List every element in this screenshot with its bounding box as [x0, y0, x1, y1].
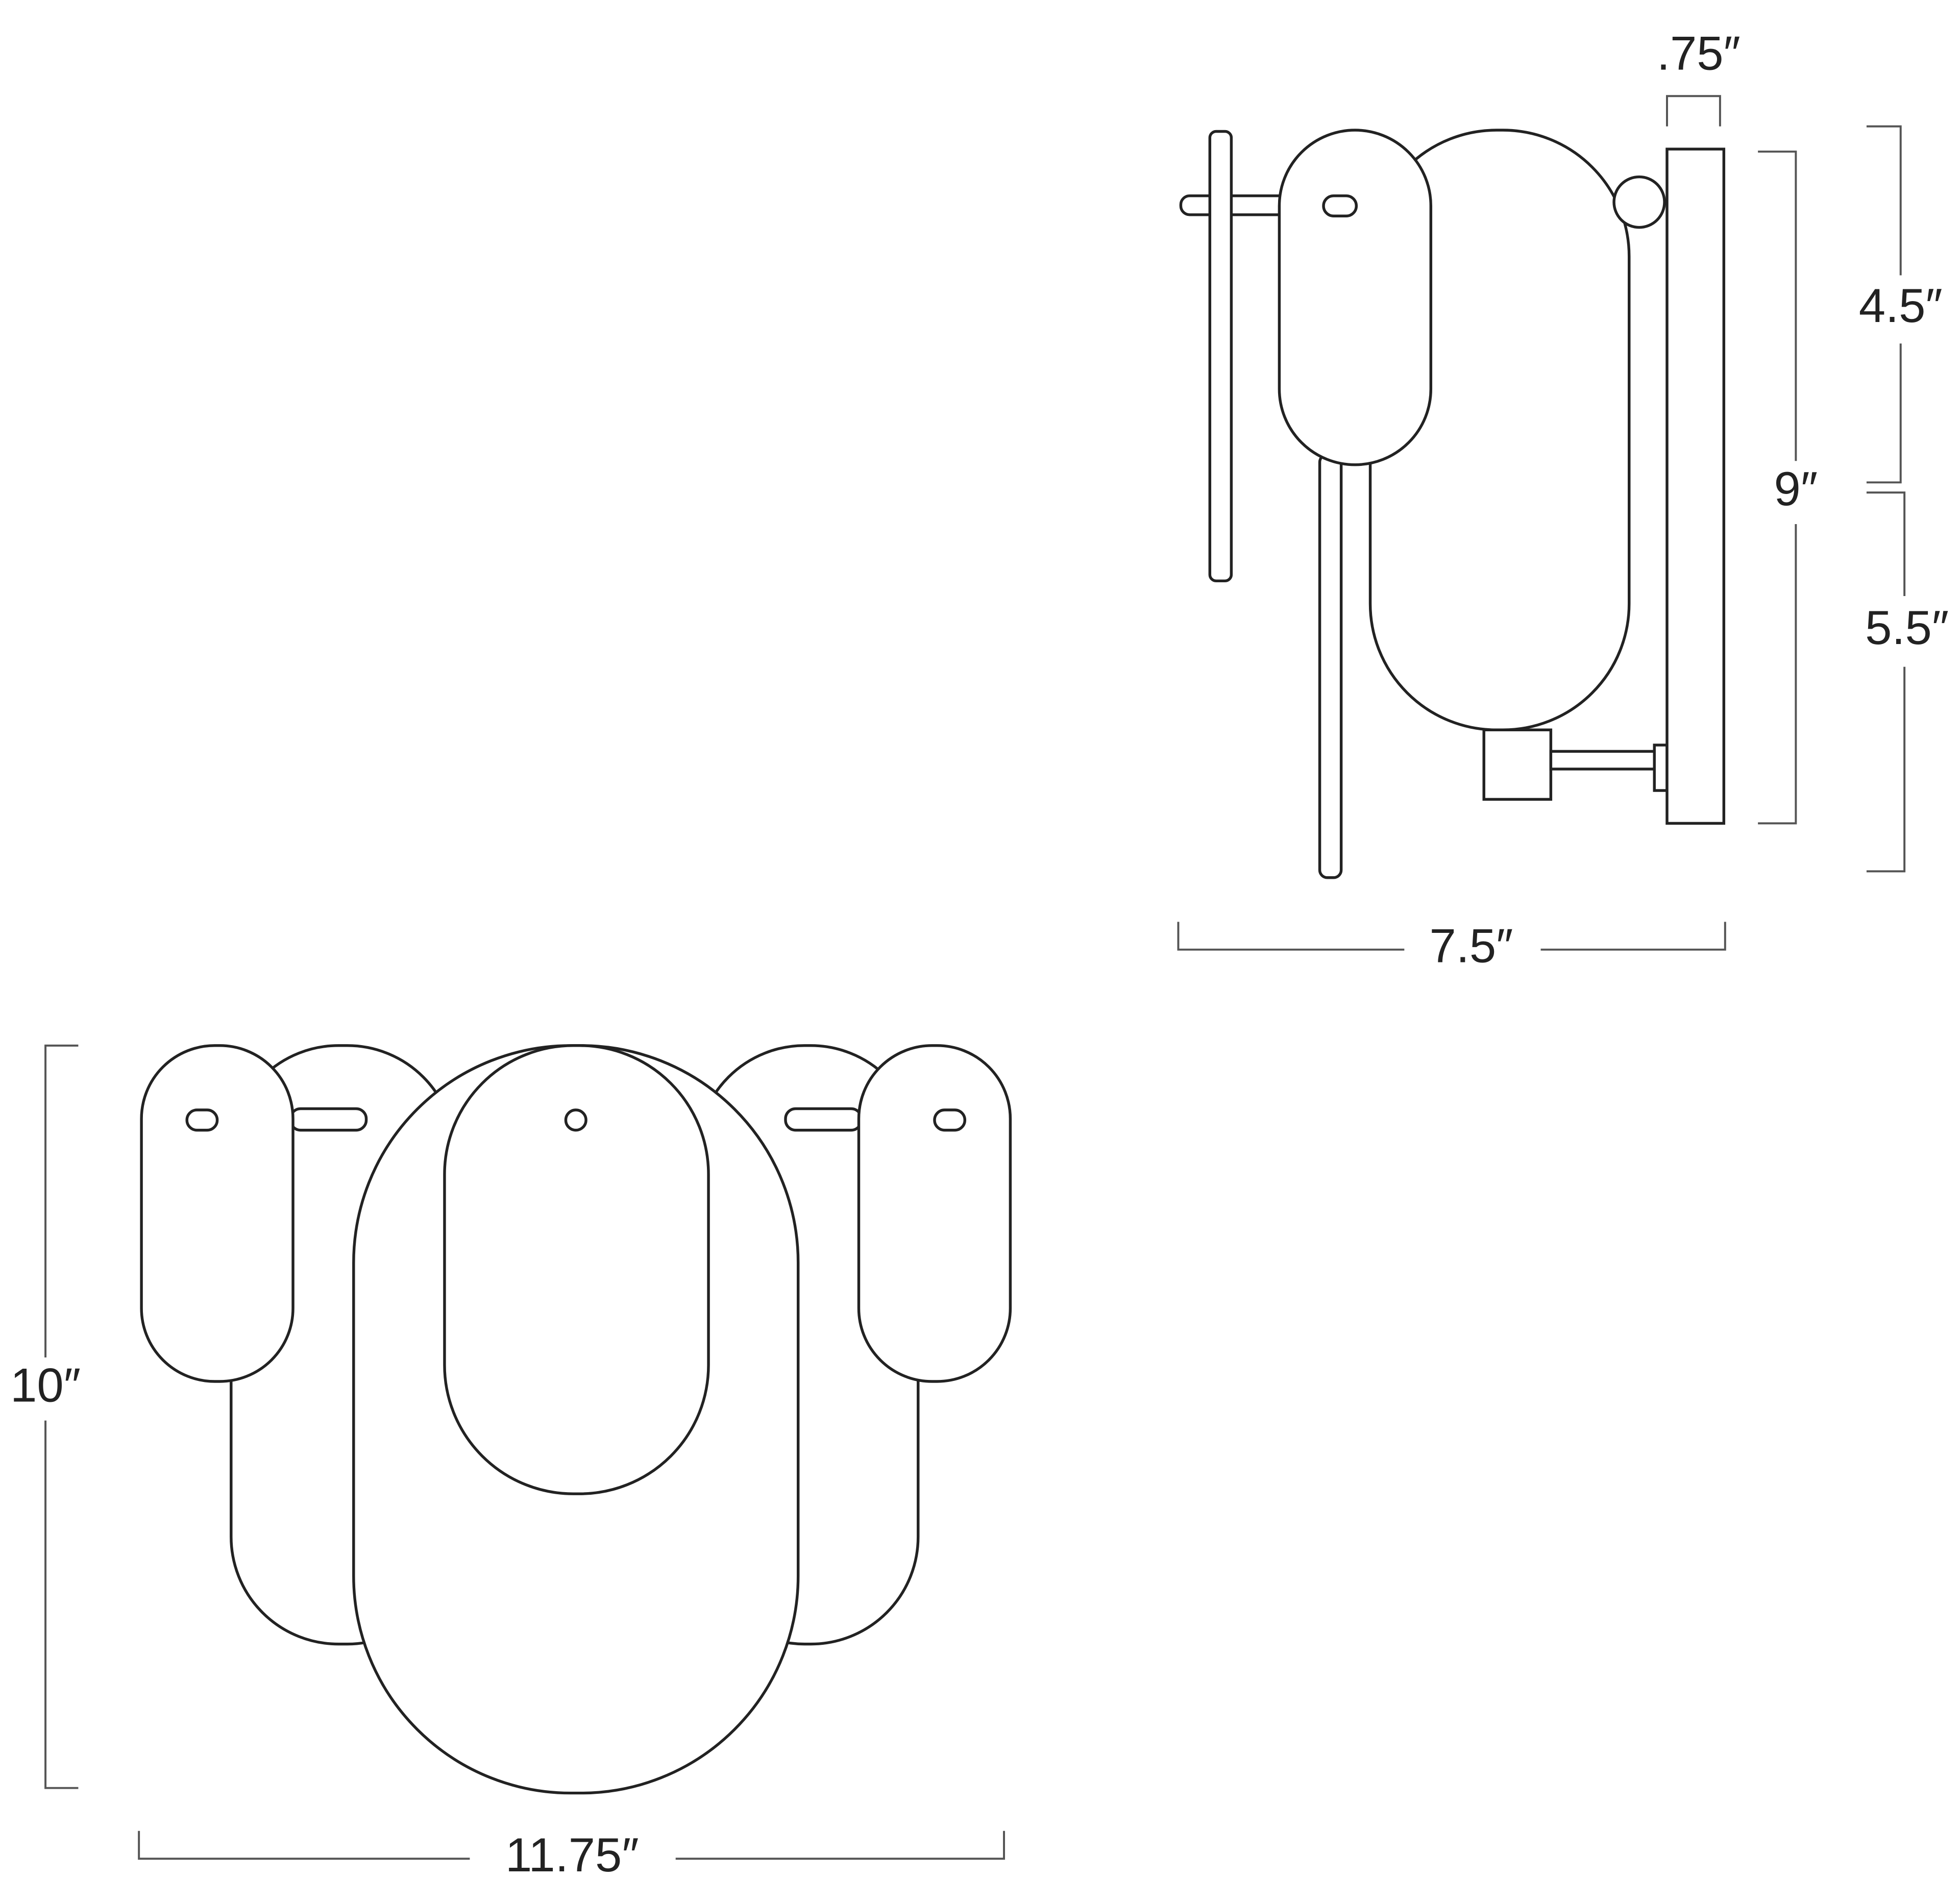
side-mount-hole: [1322, 194, 1358, 217]
height-label: 10″: [10, 1358, 81, 1412]
backplate-height-dimension: [1758, 151, 1797, 825]
lower-height-dimension: [1866, 491, 1906, 873]
left-small-shade: [140, 1044, 295, 1383]
center-mount-hole: [564, 1108, 587, 1132]
arm-bracket: [1653, 744, 1669, 792]
front-plate: [1208, 130, 1233, 583]
width-dimension-line: [138, 1831, 1005, 1860]
depth-dimension: [1177, 922, 1726, 951]
socket: [1482, 728, 1553, 801]
ball-joint: [1612, 175, 1666, 229]
width-label: 11.75″: [505, 1828, 639, 1879]
small-shade-side: [1278, 129, 1433, 466]
arm: [1549, 750, 1658, 771]
backplate-depth-dimension: [1666, 95, 1721, 127]
left-rod: [289, 1107, 368, 1132]
depth-label: 7.5″: [1429, 919, 1513, 973]
upper-height-dimension: [1866, 125, 1902, 484]
backplate-height-label: 9″: [1774, 462, 1818, 515]
front-view: 10″ 11.75″: [10, 1044, 1012, 1879]
left-mount-hole: [185, 1108, 219, 1132]
side-view: .75″ 9″ 4.5″ 5.5″ 7.5″: [1177, 26, 1949, 973]
stem: [1318, 453, 1343, 879]
backplate: [1665, 147, 1726, 825]
backplate-depth-label: .75″: [1657, 26, 1741, 80]
right-small-shade: [857, 1044, 1012, 1383]
lower-height-label: 5.5″: [1865, 601, 1949, 654]
height-dimension-line: [44, 1044, 79, 1789]
upper-height-label: 4.5″: [1859, 279, 1943, 332]
right-rod: [784, 1107, 863, 1132]
center-inner-shade: [443, 1044, 710, 1495]
right-mount-hole: [933, 1108, 967, 1132]
